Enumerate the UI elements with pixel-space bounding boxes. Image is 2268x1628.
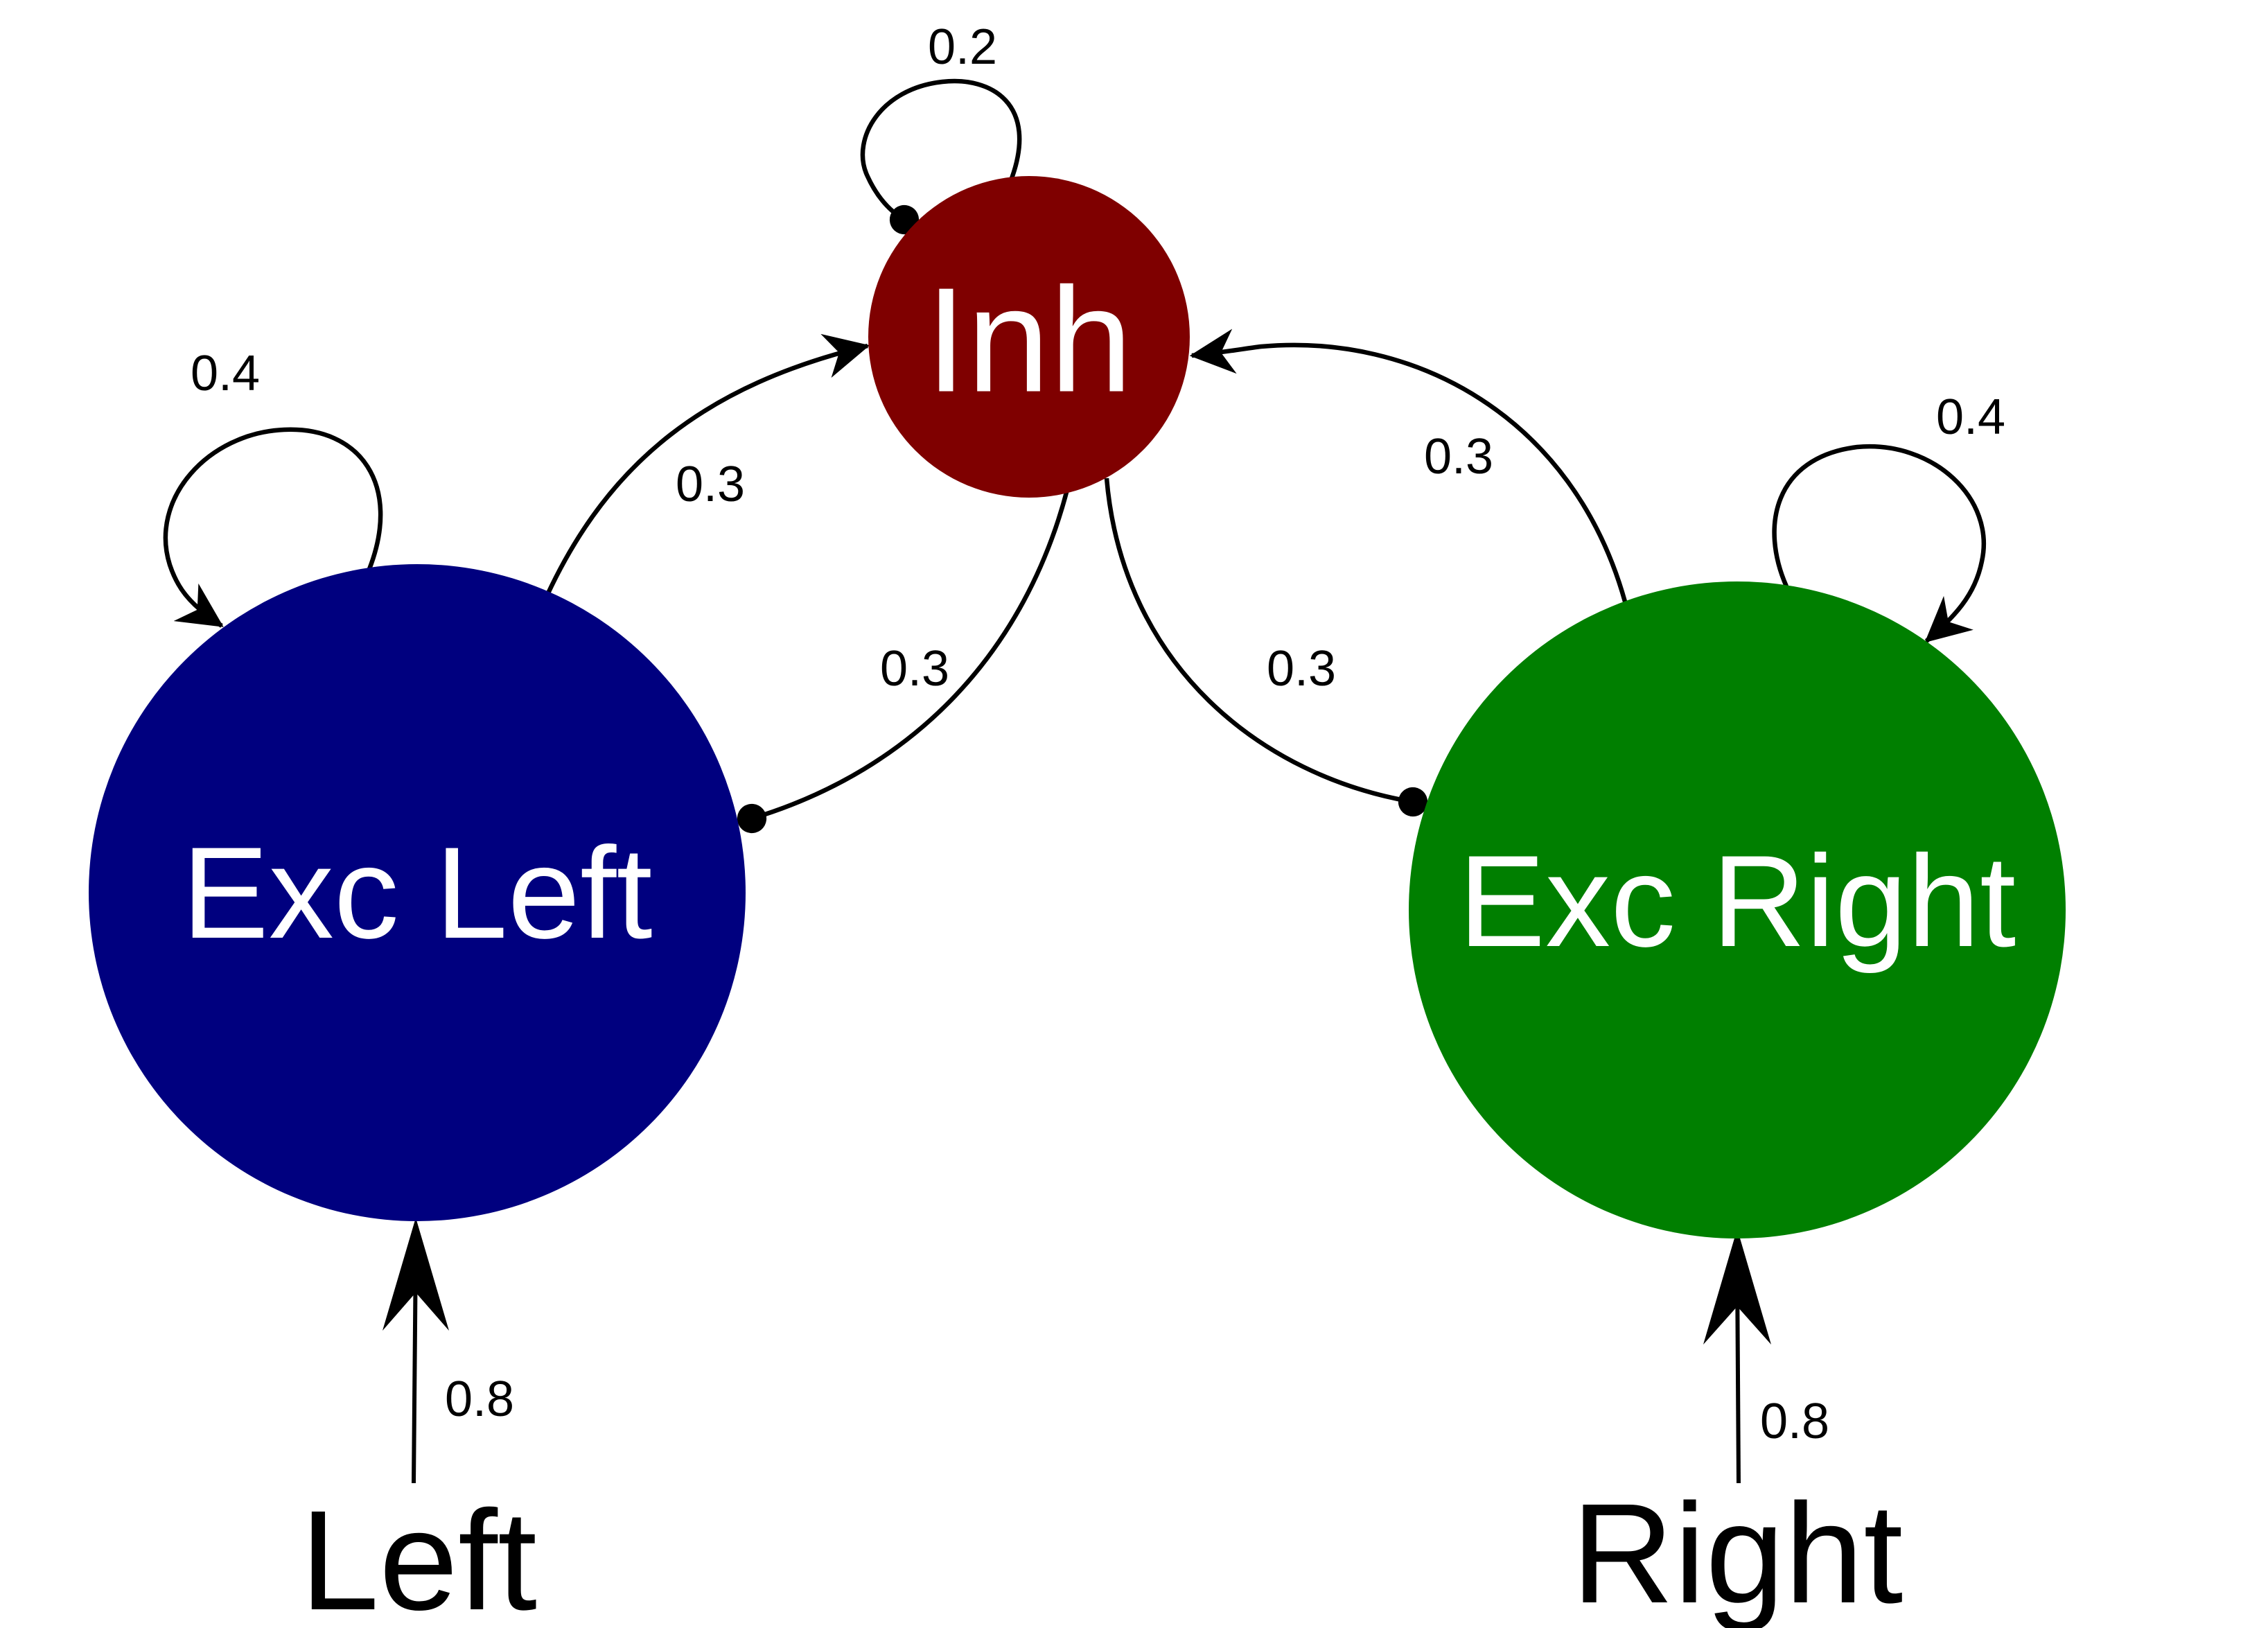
inh-to-exc-left-weight: 0.3: [880, 641, 949, 697]
inh-self-connection: [860, 78, 1022, 235]
exc-left-self-connection: [163, 427, 383, 628]
left-input-weight: 0.8: [445, 1372, 514, 1427]
exc-left-circle: [89, 564, 746, 1221]
exc-right-circle: [1409, 581, 2066, 1238]
exc-right-self-weight: 0.4: [1936, 390, 2005, 445]
inh-self-weight: 0.2: [928, 19, 997, 75]
exc-right-label: Exc Right: [1459, 828, 2016, 974]
exc-right-node: Exc Right: [1409, 581, 2066, 1238]
inh-node: Inh: [868, 176, 1190, 498]
inh-to-exc-right-weight: 0.3: [1267, 641, 1336, 697]
exc-right-self-connection: [1772, 444, 1987, 643]
exc-right-to-inh-weight: 0.3: [1424, 429, 1493, 484]
right-input-label: Right: [1572, 1474, 1904, 1628]
exc-left-node: Exc Left: [89, 564, 746, 1221]
exc-left-to-inh-connection: [545, 333, 870, 596]
right-input-weight: 0.8: [1760, 1394, 1829, 1449]
inh-circle: [868, 176, 1190, 498]
inh-to-exc-right-connection: [1104, 478, 1428, 817]
exc-left-self-weight: 0.4: [191, 346, 260, 401]
left-input-arrowhead: [383, 1218, 449, 1331]
inh-label: Inh: [926, 256, 1133, 423]
exc-left-label: Exc Left: [182, 820, 652, 965]
exc-left-to-inh-weight: 0.3: [676, 457, 745, 512]
inh-to-exc-left-connection: [737, 487, 1071, 834]
left-input-label: Left: [300, 1481, 537, 1628]
right-input-arrowhead: [1703, 1229, 1771, 1345]
exc-right-to-inh-connection: [1189, 329, 1628, 602]
